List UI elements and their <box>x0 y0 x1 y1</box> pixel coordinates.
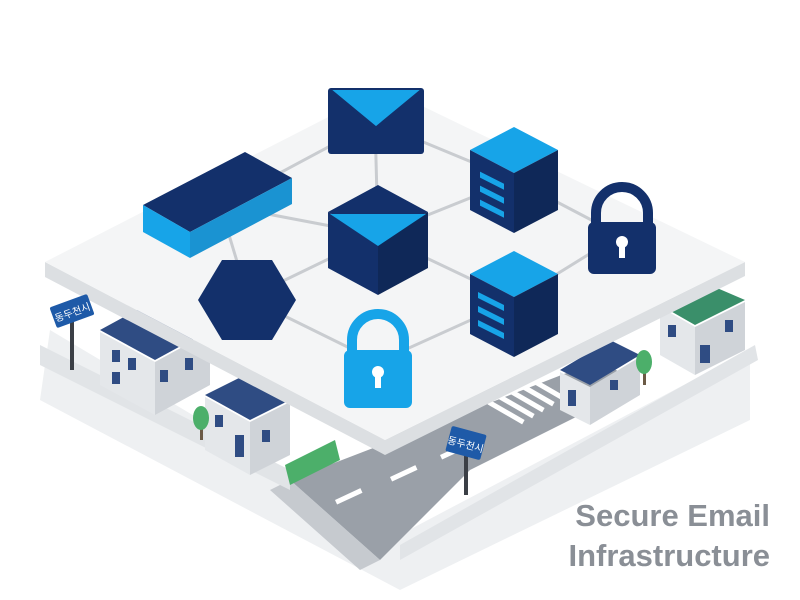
house-right-1 <box>560 340 640 425</box>
server-icon-bottom <box>470 251 558 357</box>
padlock-icon-right <box>588 182 656 274</box>
crosswalk <box>487 376 565 425</box>
envelope-cube-icon-center <box>328 185 428 295</box>
hexagon-node <box>198 260 296 340</box>
street-sign-center: 동두천시 <box>445 426 487 495</box>
caption-line-2: Infrastructure <box>568 538 770 573</box>
caption: Secure Email Infrastructure <box>568 496 770 576</box>
street-sign-left: 동두천시 <box>50 294 94 370</box>
green-hedge <box>285 440 340 485</box>
slab-block-node <box>143 152 292 258</box>
caption-line-1: Secure Email <box>575 498 770 533</box>
tree-left <box>193 406 209 440</box>
road-dash <box>335 488 363 505</box>
right-sidewalk <box>400 345 758 560</box>
padlock-icon-bottom <box>344 309 412 408</box>
house-right-2 <box>660 285 745 375</box>
envelope-icon-top <box>328 88 424 154</box>
road-dash <box>390 465 418 482</box>
road-side-strip <box>270 480 380 570</box>
tree-right <box>636 350 652 385</box>
server-icon-top-right <box>470 127 558 233</box>
house-left-2 <box>205 375 290 475</box>
